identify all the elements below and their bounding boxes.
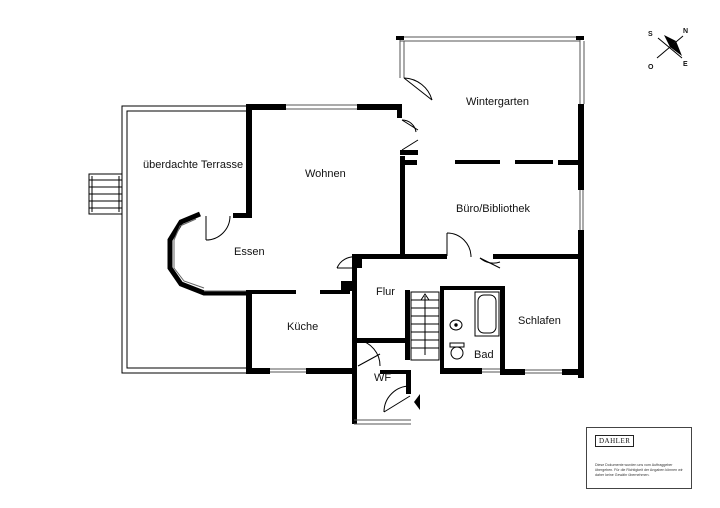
legend-brand: DAHLER — [595, 435, 635, 447]
terrace-outline — [121, 105, 247, 374]
room-label-living: Wohnen — [305, 168, 346, 180]
entry-arrow — [414, 394, 420, 410]
staircase — [410, 291, 440, 361]
bathtub — [474, 291, 500, 337]
room-label-bath: Bad — [474, 349, 494, 361]
room-label-dining: Essen — [234, 246, 265, 258]
room-label-hall: Flur — [376, 286, 395, 298]
legend-disclaimer: Diese Dokumente wurden uns vom Auftragge… — [595, 463, 683, 477]
compass: S N O E — [648, 28, 688, 71]
doors — [205, 77, 501, 413]
compass-west: O — [648, 64, 654, 71]
room-label-winter-garden: Wintergarten — [466, 96, 529, 108]
toilet — [449, 342, 465, 360]
legend-box: DAHLER Diese Dokumente wurden uns vom Au… — [586, 427, 692, 489]
washbasin — [449, 319, 463, 331]
dining-bay-window — [167, 211, 246, 296]
compass-north: N — [683, 28, 688, 35]
winter-garden-posts — [396, 36, 584, 40]
compass-south: S — [648, 31, 653, 38]
room-label-wc: WF — [374, 372, 391, 384]
room-label-bedroom: Schlafen — [518, 315, 561, 327]
room-label-terrace: überdachte Terrasse — [143, 159, 243, 171]
terrace-steps — [88, 173, 123, 215]
room-label-office: Büro/Bibliothek — [456, 203, 530, 215]
walls — [233, 104, 584, 424]
compass-east: E — [683, 61, 688, 68]
windows — [270, 36, 585, 425]
room-label-kitchen: Küche — [287, 321, 318, 333]
